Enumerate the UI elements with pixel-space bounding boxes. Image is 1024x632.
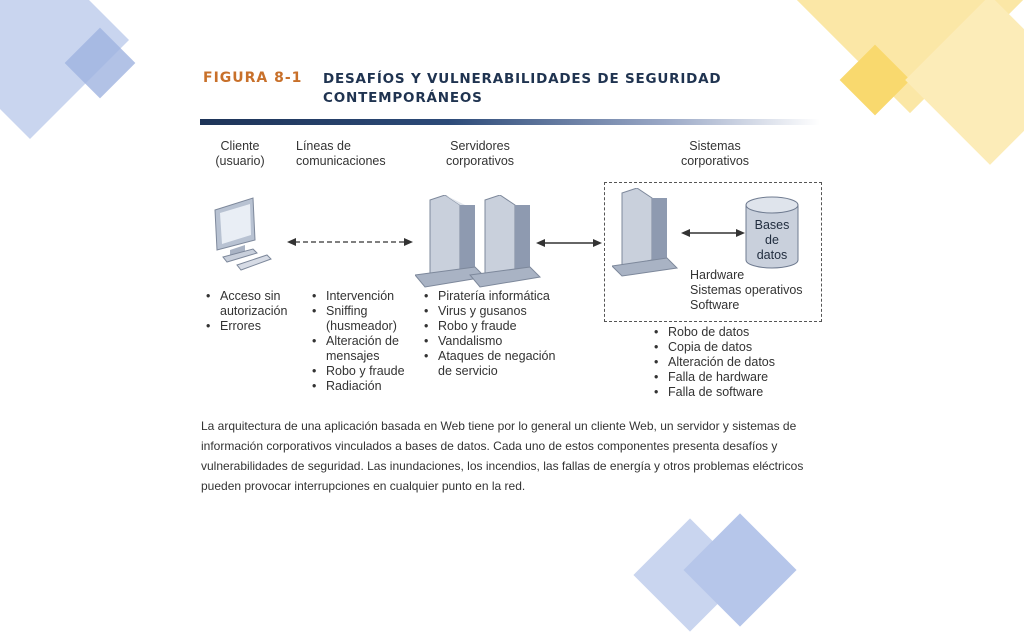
figure-caption: La arquitectura de una aplicación basada… [201,419,804,493]
db-line: de [765,233,779,247]
list-item: Errores [204,319,296,334]
component: Hardware [690,268,745,282]
header-line: Servidores [450,139,510,153]
header-line: Sistemas [689,139,741,153]
systems-components: Hardware Sistemas operativos Software [690,268,803,313]
header-line: corporativos [680,154,750,168]
servers-icon [415,195,542,288]
bidirectional-arrow [681,229,745,237]
corporate-systems-box [604,182,822,322]
title-line: CONTEMPORÁNEOS [323,90,483,106]
bidirectional-arrow [536,239,602,247]
list-item: Falla de hardware [652,370,812,385]
lines-threats: Intervención Sniffing (husmeador) Altera… [310,289,414,394]
list-item: Alteración de datos [652,355,812,370]
list-item: Radiación [310,379,414,394]
list-item: Robo y fraude [422,319,572,334]
header-line: comunicaciones [296,154,386,168]
header-line: corporativos [445,154,515,168]
list-item: Ataques de negación de servicio [422,349,572,379]
database-icon [745,196,799,269]
systems-threats: Robo de datos Copia de datos Alteración … [652,325,812,400]
header-line: Cliente [220,139,260,153]
list-item: Piratería informática [422,289,572,304]
server-icon [612,188,679,277]
list-item: Robo y fraude [310,364,414,379]
servers-threats: Piratería informática Virus y gusanos Ro… [422,289,572,379]
client-threats: Acceso sin autorización Errores [204,289,296,334]
list-item: Sniffing (husmeador) [310,304,414,334]
list-item: Intervención [310,289,414,304]
header-line: Líneas de [296,139,351,153]
computer-icon [214,197,272,271]
title-line: DESAFÍOS Y VULNERABILIDADES DE SEGURIDAD [323,71,722,87]
list-item: Copia de datos [652,340,812,355]
list-item: Robo de datos [652,325,812,340]
list-item: Falla de software [652,385,812,400]
component: Software [690,298,740,312]
list-item: Alteración de mensajes [310,334,414,364]
component: Sistemas operativos [690,283,803,297]
list-item: Vandalismo [422,334,572,349]
title-rule [200,119,820,125]
db-line: Bases [754,218,790,232]
dashed-arrow [287,238,413,246]
figure-label: FIGURA 8-1 [203,70,303,86]
db-line: datos [756,248,788,262]
figure-title: DESAFÍOS Y VULNERABILIDADES DE SEGURIDAD… [323,70,721,108]
header-line: (usuario) [215,154,265,168]
header-client: Cliente(usuario) [205,139,275,169]
list-item: Acceso sin autorización [204,289,296,319]
list-item: Virus y gusanos [422,304,572,319]
